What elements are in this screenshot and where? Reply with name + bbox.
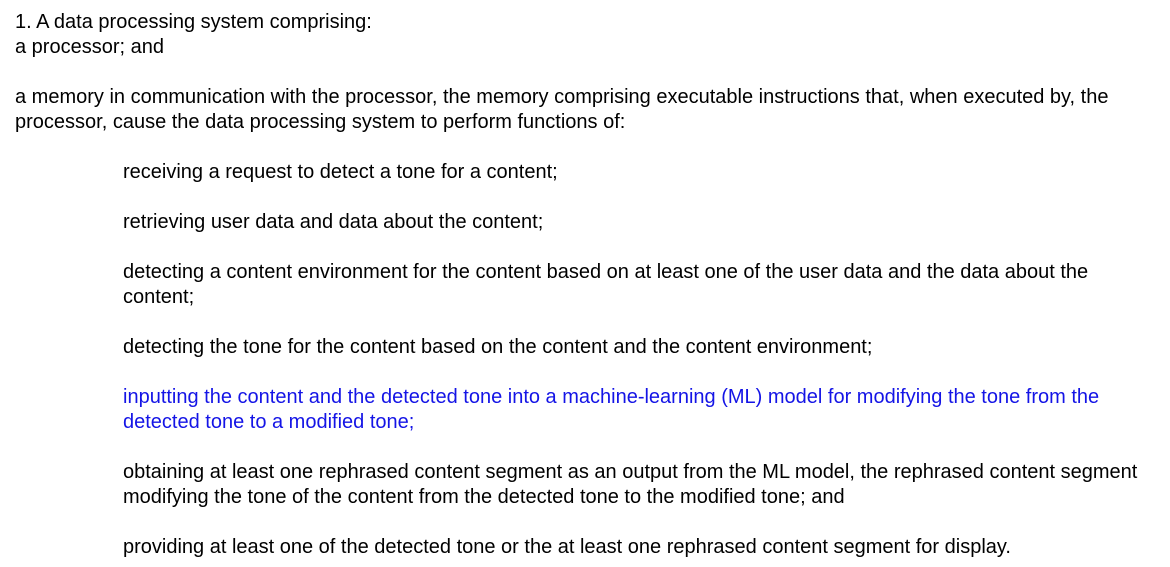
- paragraph-spacer: [15, 60, 1165, 85]
- claim-step: detecting the tone for the content based…: [123, 336, 873, 358]
- claim-document: 1. A data processing system comprising: …: [15, 10, 1165, 560]
- claim-heading: 1. A data processing system comprising:: [15, 11, 372, 33]
- claim-step: detecting a content environment for the …: [123, 261, 1089, 308]
- claim-steps-list: receiving a request to detect a tone for…: [15, 160, 1165, 560]
- claim-step: providing at least one of the detected t…: [123, 536, 1011, 558]
- claim-step-highlighted: inputting the content and the detected t…: [123, 386, 1100, 433]
- claim-step: receiving a request to detect a tone for…: [123, 161, 558, 183]
- claim-processor-line: a processor; and: [15, 36, 164, 58]
- claim-step: obtaining at least one rephrased content…: [123, 461, 1138, 508]
- claim-step: retrieving user data and data about the …: [123, 211, 544, 233]
- claim-memory-paragraph: a memory in communication with the proce…: [15, 86, 1109, 133]
